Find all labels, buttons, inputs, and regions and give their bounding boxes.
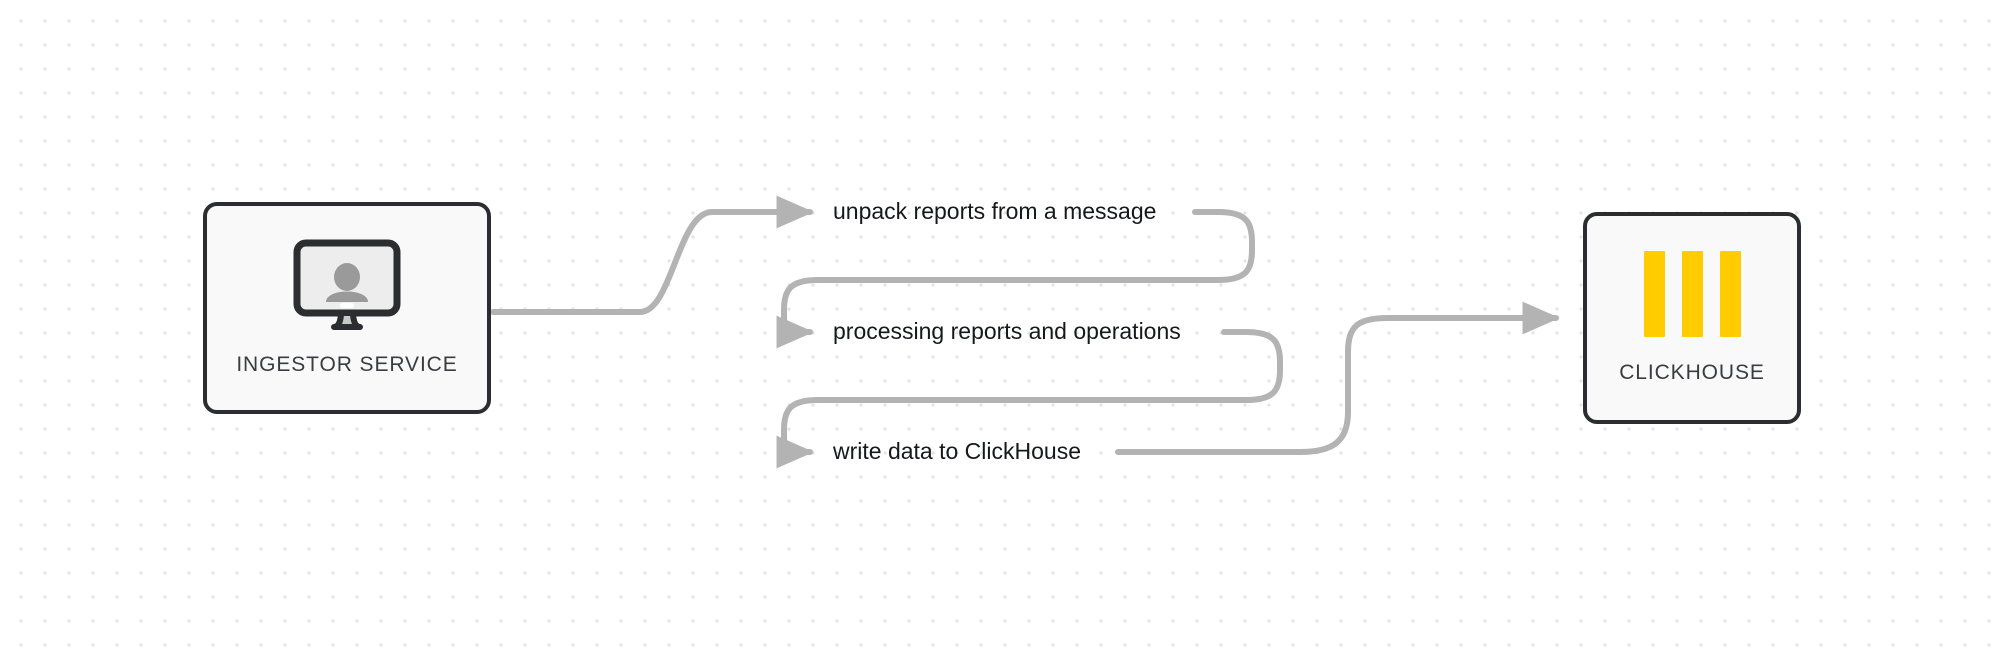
edge-processing-to-write [776, 329, 1283, 469]
clickhouse-bar-1 [1643, 251, 1665, 337]
node-ingestor-service-label: INGESTOR SERVICE [236, 353, 458, 376]
clickhouse-bar-2 [1681, 251, 1703, 337]
edge-label-processing-reports: processing reports and operations [833, 318, 1181, 344]
edge-service-to-unpack [490, 195, 814, 315]
edge-write-to-clickhouse [1115, 301, 1560, 455]
edge-label-unpack-reports: unpack reports from a message [833, 198, 1157, 224]
monitor-user-icon [293, 239, 401, 331]
edge-label-write-data: write data to ClickHouse [833, 438, 1081, 464]
clickhouse-bars-icon [1643, 251, 1741, 337]
edge-unpack-to-processing [776, 209, 1255, 349]
node-clickhouse[interactable]: CLICKHOUSE [1583, 212, 1801, 424]
node-ingestor-service[interactable]: INGESTOR SERVICE [203, 202, 491, 414]
clickhouse-bar-3 [1719, 251, 1741, 337]
node-clickhouse-label: CLICKHOUSE [1619, 361, 1765, 384]
